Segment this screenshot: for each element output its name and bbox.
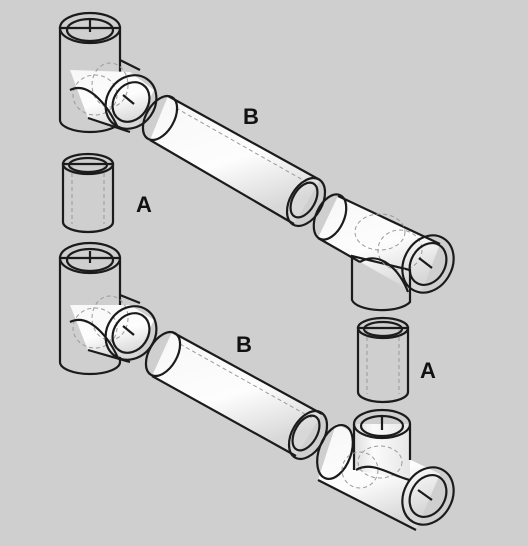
pipe-a-right (356, 316, 410, 404)
label-b-top: B (243, 104, 259, 129)
label-a-right: A (420, 358, 436, 383)
label-a-left: A (136, 192, 152, 217)
pipe-b-bottom (144, 330, 329, 460)
tee-fitting-bottom-left (58, 241, 158, 376)
pipe-a-left (61, 152, 115, 234)
tee-fitting-right-middle (312, 193, 455, 312)
tee-fitting-bottom-right (316, 408, 455, 531)
label-b-bottom: B (236, 332, 252, 357)
tee-fitting-top-left (58, 11, 158, 134)
pipe-b-top (141, 94, 327, 227)
